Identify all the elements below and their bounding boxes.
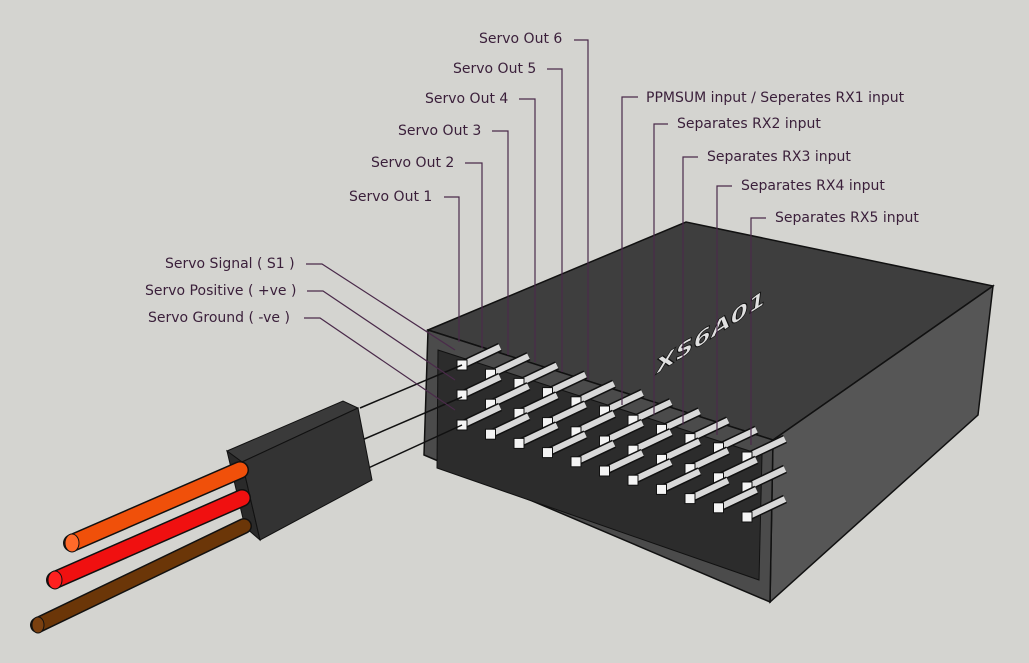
leader-servo-out-2 — [465, 162, 483, 348]
leader-servo-positive — [307, 290, 456, 381]
header-pin-face — [745, 466, 787, 490]
header-pin-tip — [599, 465, 610, 477]
leader-input-rx3 — [682, 156, 698, 425]
leader-servo-out-4 — [519, 98, 536, 362]
header-pin-tip — [627, 474, 639, 486]
pin-header — [456, 342, 787, 523]
label-servo-out-2: Servo Out 2 — [371, 155, 455, 171]
header-pin-tip — [542, 447, 553, 459]
header-pin-face — [517, 362, 559, 387]
header-pin-face — [546, 401, 587, 426]
connector-side — [241, 407, 373, 541]
header-pin-face — [660, 408, 701, 433]
header-pin-face — [460, 374, 502, 398]
header-pin-face — [717, 487, 758, 511]
header-pin-face — [546, 371, 587, 396]
header-pin-tip — [456, 389, 468, 401]
header-pin-face — [489, 383, 530, 407]
header-pin-tip — [570, 456, 582, 468]
header-pin-tip — [741, 511, 753, 523]
label-input-rx3: Separates RX3 input — [707, 149, 851, 165]
header-pin-tip — [684, 493, 696, 505]
leader-input-rx2 — [653, 123, 668, 415]
header-pin-face — [631, 429, 673, 453]
header-pin-face — [631, 459, 673, 483]
leader-input-rx1 — [621, 96, 638, 405]
leader-input-rx5 — [750, 217, 766, 445]
header-pin-tip — [713, 502, 724, 514]
label-servo-ground: Servo Ground ( -ve ) — [148, 310, 290, 326]
label-servo-out-5: Servo Out 5 — [453, 61, 537, 77]
header-pin-face — [546, 431, 587, 456]
servo-connector — [30, 364, 463, 634]
header-pin-face — [574, 411, 616, 435]
header-pin-tip — [656, 483, 667, 495]
label-servo-out-1: Servo Out 1 — [349, 189, 433, 205]
leader-servo-signal — [306, 263, 456, 351]
label-servo-out-4: Servo Out 4 — [425, 91, 509, 107]
receiver-device: XS6A01 — [423, 221, 995, 604]
leader-input-rx4 — [716, 185, 732, 435]
header-pin-face — [574, 441, 616, 465]
connector-lead-ground — [363, 424, 463, 471]
label-servo-signal: Servo Signal ( S1 ) — [165, 256, 295, 272]
label-servo-out-3: Servo Out 3 — [398, 123, 482, 139]
header-pin-face — [517, 422, 559, 447]
header-pin-face — [460, 404, 502, 428]
label-input-rx5: Separates RX5 input — [775, 210, 919, 226]
header-pin-tip — [513, 437, 525, 449]
leader-servo-out-5 — [547, 68, 563, 372]
header-pin-face — [660, 438, 701, 463]
header-pin-face — [603, 390, 644, 414]
header-pin-face — [460, 344, 502, 368]
header-pin-face — [603, 420, 644, 444]
header-pin-face — [745, 436, 787, 460]
wire-positive — [46, 489, 251, 590]
label-servo-positive: Servo Positive ( +ve ) — [145, 283, 297, 299]
leader-servo-out-6 — [574, 39, 589, 380]
header-pin-face — [688, 447, 730, 472]
leader-servo-out-3 — [492, 130, 509, 355]
header-pin-face — [603, 450, 644, 474]
header-pin-face — [660, 468, 701, 493]
leader-servo-out-1 — [444, 196, 460, 342]
leader-servo-ground — [304, 317, 456, 411]
connector-lead-signal — [359, 364, 463, 409]
header-pin-face — [574, 381, 616, 405]
header-pin-face — [688, 417, 730, 442]
connector-lead-positive — [361, 396, 463, 441]
header-pin-face — [631, 399, 673, 423]
wire-signal — [63, 461, 249, 553]
header-pin-face — [745, 496, 787, 520]
header-pin-face — [489, 413, 530, 437]
header-pin-face — [717, 457, 758, 481]
leader-lines — [304, 39, 766, 445]
header-pin-tip — [485, 428, 496, 440]
header-pin-face — [688, 477, 730, 502]
wire-ground — [30, 518, 252, 634]
label-input-rx1: PPMSUM input / Seperates RX1 input — [646, 90, 905, 106]
label-input-rx4: Separates RX4 input — [741, 178, 885, 194]
label-servo-out-6: Servo Out 6 — [479, 31, 563, 47]
header-pin-face — [517, 392, 559, 417]
header-pin-face — [717, 427, 758, 451]
label-input-rx2: Separates RX2 input — [677, 116, 821, 132]
device-opening — [436, 349, 763, 581]
header-pin-face — [489, 353, 530, 377]
